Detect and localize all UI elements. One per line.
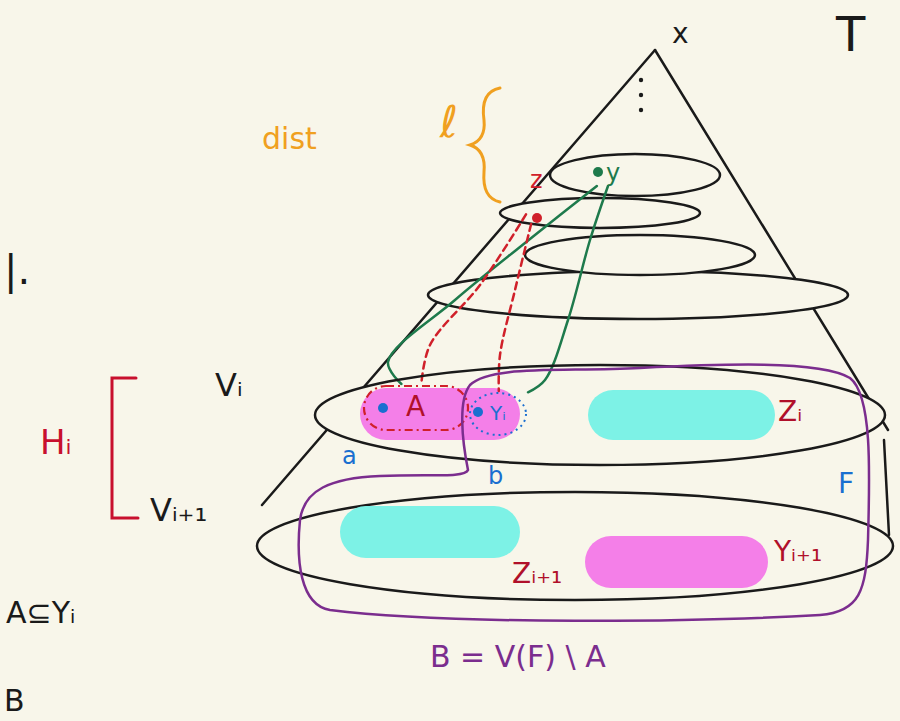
subgraph-region: F B = V(F) \ A: [295, 360, 873, 685]
layer-ground: [315, 365, 885, 465]
vertex-dot: [473, 407, 483, 417]
node-outline: [340, 506, 520, 558]
level-ellipse: [550, 154, 720, 196]
set-blob: Zᵢ: [588, 390, 775, 440]
dot: [639, 93, 643, 97]
dot: [639, 78, 643, 82]
node-label: Vᵢ: [215, 369, 243, 401]
pink-set: [360, 388, 520, 440]
path-connector: [421, 214, 526, 384]
layer-ellipse: Vᵢ₊₁Zᵢ₊₁Yᵢ₊₁: [257, 492, 893, 600]
dot: [639, 108, 643, 112]
vertex-point: z: [526, 168, 550, 224]
tree-side: [884, 440, 889, 535]
outline-shape: [593, 167, 603, 177]
level-ellipses: [428, 154, 848, 319]
node-label: Zᵢ₊₁: [512, 560, 562, 588]
math-label: A⊆Yᵢ: [6, 598, 75, 628]
node-label: z: [530, 168, 543, 192]
ellipsis-dots: [639, 78, 643, 112]
node-label: y: [606, 161, 620, 185]
outline-shape: [532, 213, 542, 223]
math-label: a: [342, 444, 357, 468]
node-label: A: [406, 393, 425, 421]
math-label: ℓ: [440, 100, 458, 144]
outline-shape: [340, 506, 520, 558]
node-label: Yᵢ₊₁: [774, 538, 822, 566]
node-outline: [295, 360, 873, 685]
outline-shape: [364, 386, 468, 430]
math-label: |.: [4, 250, 30, 290]
node-outline: [588, 390, 775, 440]
vertex-point: y: [590, 162, 634, 186]
math-label: x: [672, 20, 689, 48]
vertex-dot: [378, 403, 388, 413]
math-label: b: [488, 464, 503, 488]
outline-shape: [470, 393, 526, 435]
set-region: A: [362, 384, 470, 432]
set-region: Yᵢ: [468, 391, 528, 437]
tree-sides: [262, 50, 889, 535]
set-blob: Zᵢ₊₁: [340, 506, 520, 558]
math-label: Hᵢ: [40, 425, 72, 459]
math-label: T: [836, 10, 865, 58]
node-label: B = V(F) \ A: [430, 642, 606, 672]
math-label: dist: [262, 124, 317, 154]
math-label: B: [4, 686, 25, 716]
layer-bracket: [112, 378, 138, 518]
node-label: Yᵢ: [490, 403, 506, 423]
level-ellipse: [428, 271, 848, 319]
layer-ground: [257, 492, 893, 600]
layer-grounds: [257, 365, 893, 600]
path-connector: [528, 186, 608, 392]
path-connector: [388, 186, 597, 384]
node-label: Zᵢ: [778, 398, 802, 426]
level-ellipse: [525, 235, 755, 275]
layer-ellipse: VᵢAYᵢZᵢ: [315, 365, 885, 465]
distance-brace: [470, 88, 500, 202]
outline-shape: [299, 365, 869, 621]
outline-shape: [588, 390, 775, 440]
outline-shape: [257, 492, 893, 600]
outline-shape: [585, 536, 768, 588]
node-label: Vᵢ₊₁: [150, 494, 207, 526]
set-blob: Yᵢ₊₁: [585, 536, 768, 588]
node-outline: [585, 536, 768, 588]
node-label: F: [838, 470, 854, 498]
outline-shape: [315, 365, 885, 465]
